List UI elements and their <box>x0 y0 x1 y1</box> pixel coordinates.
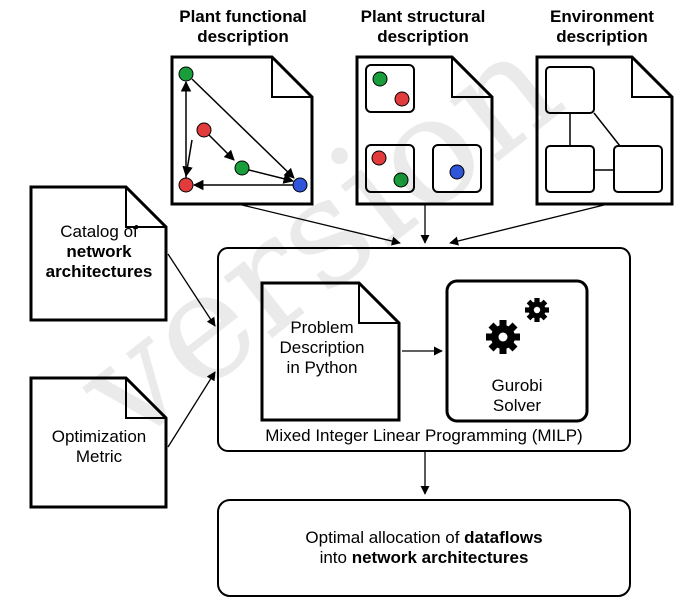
room-box <box>613 145 663 193</box>
metric-line1: Optimization <box>51 427 147 446</box>
structural-doc <box>355 55 494 206</box>
header-structural: Plant structural description <box>338 7 508 47</box>
node-blue <box>449 164 465 180</box>
room-box <box>545 66 595 114</box>
environment-doc <box>535 55 674 206</box>
node-blue <box>292 177 308 193</box>
header-structural-line2: description <box>377 27 469 46</box>
header-environment: Environment description <box>522 7 682 47</box>
problem-label: Problem Description in Python <box>262 318 382 378</box>
milp-label: Mixed Integer Linear Programming (MILP) <box>265 426 583 445</box>
metric-doc <box>29 376 168 509</box>
result-box <box>217 499 631 597</box>
catalog-line1: Catalog of <box>60 222 138 241</box>
functional-doc <box>170 55 314 206</box>
room-box <box>545 145 595 193</box>
component-box <box>365 64 415 113</box>
node-red <box>196 122 212 138</box>
result-line2-bold: network architectures <box>351 548 529 567</box>
solver-line2: Solver <box>492 396 542 415</box>
catalog-line2: network <box>66 242 132 261</box>
header-environment-line2: description <box>556 27 648 46</box>
result-line1: Optimal allocation of dataflows <box>218 528 630 548</box>
problem-line2: Description <box>279 338 365 357</box>
node-green <box>178 66 194 82</box>
problem-line1: Problem <box>290 318 354 337</box>
header-functional-line1: Plant functional <box>179 7 307 26</box>
catalog-line3: architectures <box>45 262 153 281</box>
node-red <box>394 91 410 107</box>
solver-line1: Gurobi <box>491 376 543 395</box>
node-green <box>393 172 409 188</box>
problem-doc <box>260 281 401 422</box>
node-green <box>234 160 250 176</box>
metric-line2: Metric <box>75 447 123 466</box>
gears-icon <box>486 298 549 354</box>
header-environment-line1: Environment <box>550 7 654 26</box>
result-line1-prefix: Optimal allocation of <box>305 528 465 547</box>
result-line1-bold: dataflows <box>464 528 543 547</box>
header-functional-line2: description <box>197 27 289 46</box>
arrow-environment-to-milp <box>449 204 605 246</box>
header-structural-line1: Plant structural <box>360 7 486 26</box>
arrow-catalog-to-milp <box>167 253 216 327</box>
result-line2: into network architectures <box>218 548 630 568</box>
node-green <box>372 71 388 87</box>
functional-graph <box>180 78 295 191</box>
arrow-functional-to-milp <box>241 204 401 246</box>
node-red <box>178 177 194 193</box>
result-line2-prefix: into <box>319 548 352 567</box>
problem-line3: in Python <box>286 358 358 377</box>
arrow-metric-to-milp <box>167 371 216 448</box>
node-red <box>371 150 387 166</box>
component-box <box>365 144 415 193</box>
result-label: Optimal allocation of dataflows into net… <box>218 528 630 568</box>
catalog-label: Catalog of network architectures <box>31 222 167 282</box>
catalog-doc <box>29 185 168 322</box>
solver-box <box>445 279 589 423</box>
flow-arrows <box>167 204 605 495</box>
metric-label: Optimization Metric <box>31 427 167 467</box>
solver-label: Gurobi Solver <box>447 376 587 416</box>
header-functional: Plant functional description <box>158 7 328 47</box>
